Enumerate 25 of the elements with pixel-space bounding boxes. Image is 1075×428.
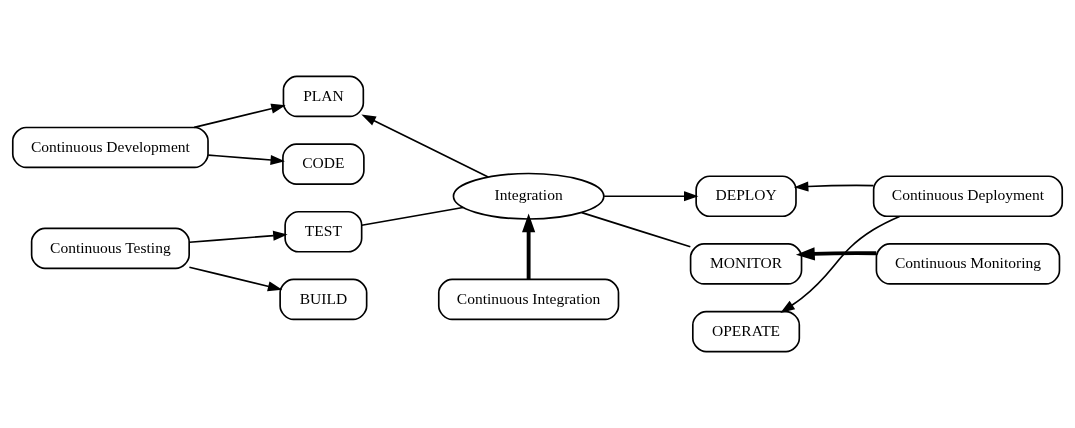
node-box: BUILD [279,278,368,321]
arrow [793,181,875,192]
node-box: Continuous Development [11,126,209,169]
arrow [522,213,536,280]
node-box: Continuous Integration [437,278,620,321]
node-box: OPERATE [691,310,801,353]
node-box: CODE [282,143,365,185]
arrow [795,247,877,261]
node-box: Continuous Monitoring [875,243,1061,285]
arrow [361,114,489,178]
arrow [603,191,699,202]
arrow [188,266,283,292]
connector [360,206,464,227]
arrow [188,230,288,244]
node-box: PLAN [282,75,365,118]
node-box: TEST [284,210,363,253]
arrow [780,215,901,313]
node-box: MONITOR [689,243,803,285]
connector [581,211,692,248]
arrow [193,103,286,129]
node-box: Continuous Deployment [872,175,1064,218]
arrow [207,154,285,166]
node-ellipse: Integration [452,172,605,220]
node-box: Continuous Testing [30,227,190,270]
node-box: DEPLOY [695,175,797,218]
